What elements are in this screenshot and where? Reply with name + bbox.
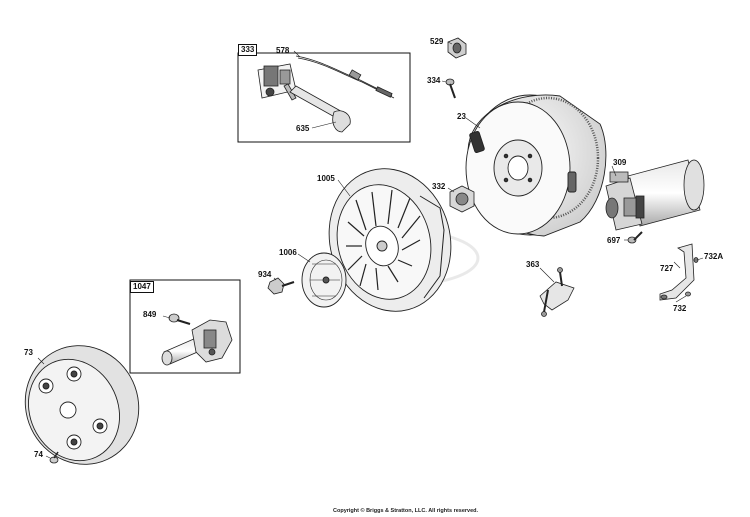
callout-849: 849 — [143, 310, 157, 319]
starter-motor-309 — [605, 159, 705, 231]
callout-727: 727 — [660, 264, 674, 273]
callout-934: 934 — [258, 270, 272, 279]
callout-529: 529 — [430, 37, 444, 46]
callout-333: 333 — [238, 44, 258, 56]
screw-697 — [627, 231, 643, 244]
kit-box-1047 — [129, 279, 241, 374]
screw-334 — [445, 78, 456, 99]
callout-1047: 1047 — [130, 281, 154, 293]
callout-74: 74 — [34, 450, 43, 459]
ignition-armature — [161, 319, 233, 366]
choke-cable — [295, 55, 395, 99]
callout-332: 332 — [432, 182, 446, 191]
fan-blower-1005 — [328, 168, 452, 312]
bracket-363 — [539, 267, 575, 317]
callout-73: 73 — [24, 348, 33, 357]
screw-74 — [49, 451, 59, 464]
screen-1006 — [301, 252, 347, 308]
callout-732: 732 — [673, 304, 687, 313]
callout-578: 578 — [276, 46, 290, 55]
screw-934 — [267, 277, 295, 295]
nut-529 — [447, 37, 467, 59]
throttle-control-assembly — [257, 63, 351, 133]
callout-1006: 1006 — [279, 248, 297, 257]
callout-732A: 732A — [704, 252, 724, 261]
callout-363: 363 — [526, 260, 540, 269]
callout-697: 697 — [607, 236, 621, 245]
callout-1005: 1005 — [317, 174, 335, 183]
flywheel-23 — [465, 94, 607, 237]
kit-box-333 — [237, 52, 411, 143]
screw-849 — [168, 313, 191, 326]
callout-23: 23 — [457, 112, 466, 121]
callout-309: 309 — [613, 158, 627, 167]
copyright-notice: Copyright © Briggs & Stratton, LLC. All … — [333, 508, 479, 514]
cover-73 — [24, 345, 140, 465]
nut-332 — [449, 185, 475, 213]
callout-334: 334 — [427, 76, 441, 85]
leader-lines — [37, 41, 704, 459]
callout-635: 635 — [296, 124, 310, 133]
bracket-727 — [659, 243, 699, 301]
